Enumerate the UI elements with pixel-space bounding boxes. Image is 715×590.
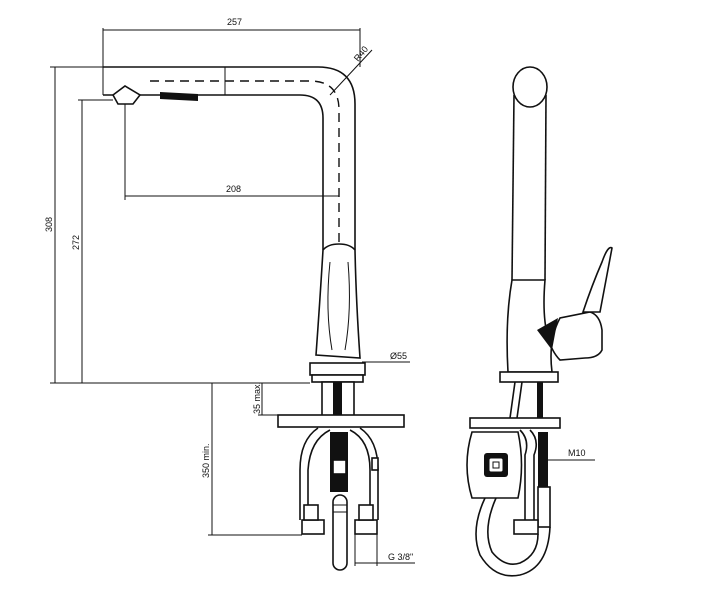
- pullout-hose: [332, 494, 348, 571]
- spray-button: [160, 92, 198, 101]
- hose-nut-left: [301, 519, 325, 535]
- spout-head: [512, 66, 548, 108]
- side-counter-plate: [469, 417, 561, 429]
- front-dimensions: 257 R40 208 308 272 Ø55 35 max. 350 min.…: [44, 17, 415, 566]
- front-view: [102, 66, 405, 571]
- hose-length-label: 350 min.: [201, 443, 211, 478]
- side-lever: [581, 246, 613, 313]
- spout-reach-label: 208: [226, 184, 241, 194]
- spout-outline: [103, 66, 356, 250]
- spout-height-label: 272: [71, 235, 81, 250]
- fixing-rod: [333, 382, 342, 416]
- base-ring: [309, 362, 366, 376]
- hose-nut-right: [354, 519, 378, 535]
- mixer-body: [315, 243, 361, 359]
- counter-thickness-label: 35 max.: [252, 382, 262, 414]
- counter-plate: [277, 414, 405, 428]
- m10-label: M10: [568, 448, 586, 458]
- total-height-label: 308: [44, 217, 54, 232]
- aerator: [111, 85, 142, 105]
- overall-reach-label: 257: [227, 17, 242, 27]
- base-diameter-label: Ø55: [390, 351, 407, 361]
- bend-radius-label: R40: [352, 44, 370, 63]
- spout-centerline: [150, 80, 340, 250]
- side-body: [506, 279, 603, 373]
- side-view: M10: [466, 66, 613, 577]
- thread-label: G 3/8": [388, 552, 413, 562]
